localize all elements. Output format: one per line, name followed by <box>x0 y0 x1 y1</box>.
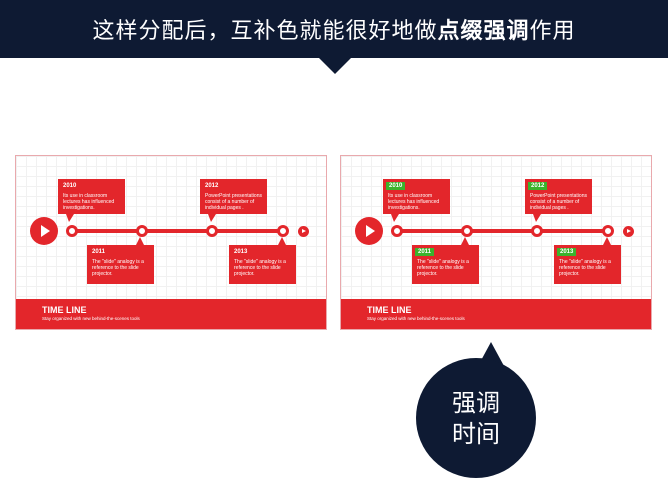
timeline-node <box>391 225 403 237</box>
timeline-node <box>136 225 148 237</box>
event-text: Its use in classroom lectures has influe… <box>63 193 115 211</box>
footer-title: TIME LINE <box>367 305 412 315</box>
header-emphasis: 点缀强调 <box>437 19 530 44</box>
timeline-node <box>461 225 473 237</box>
timeline-node <box>206 225 218 237</box>
timeline-node <box>531 225 543 237</box>
event-year-highlight: 2011 <box>415 248 435 256</box>
event-text: The "slide" analogy is a reference to th… <box>559 259 611 277</box>
callout-line: 强调 <box>452 389 500 417</box>
timeline-line <box>71 229 283 233</box>
event-year: 2011 <box>92 249 106 255</box>
timeline-node <box>602 225 614 237</box>
footer-title: TIME LINE <box>42 305 87 315</box>
play-icon <box>355 217 383 245</box>
event-text: The "slide" analogy is a reference to th… <box>234 259 286 277</box>
event-year: 2013 <box>234 249 248 255</box>
event-text: Its use in classroom lectures has influe… <box>388 193 440 211</box>
event-text: PowerPoint presentations consist of a nu… <box>530 193 587 211</box>
header-pointer <box>318 57 352 74</box>
play-small-icon <box>623 226 634 237</box>
event-text: PowerPoint presentations consist of a nu… <box>205 193 262 211</box>
event-text: The "slide" analogy is a reference to th… <box>92 259 144 277</box>
header-text: 这样分配后，互补色就能很好地做 <box>92 19 438 44</box>
timeline-node <box>66 225 78 237</box>
event-year: 2010 <box>63 183 77 189</box>
event-year-highlight: 2010 <box>386 182 406 190</box>
page-header: 这样分配后，互补色就能很好地做点缀强调作用 <box>0 0 668 58</box>
event-year-highlight: 2012 <box>528 182 548 190</box>
event-year-highlight: 2013 <box>557 248 577 256</box>
timeline-line <box>396 229 608 233</box>
event-year: 2012 <box>205 183 219 189</box>
play-icon <box>30 217 58 245</box>
timeline-node <box>277 225 289 237</box>
event-text: The "slide" analogy is a reference to th… <box>417 259 469 277</box>
callout-bubble: 强调时间 <box>416 358 536 478</box>
footer-subtitle: Stay organized with new behind-the-scene… <box>367 316 465 321</box>
header-text-end: 作用 <box>529 19 576 44</box>
callout-line: 时间 <box>452 420 500 448</box>
footer-subtitle: Stay organized with new behind-the-scene… <box>42 316 140 321</box>
play-small-icon <box>298 226 309 237</box>
